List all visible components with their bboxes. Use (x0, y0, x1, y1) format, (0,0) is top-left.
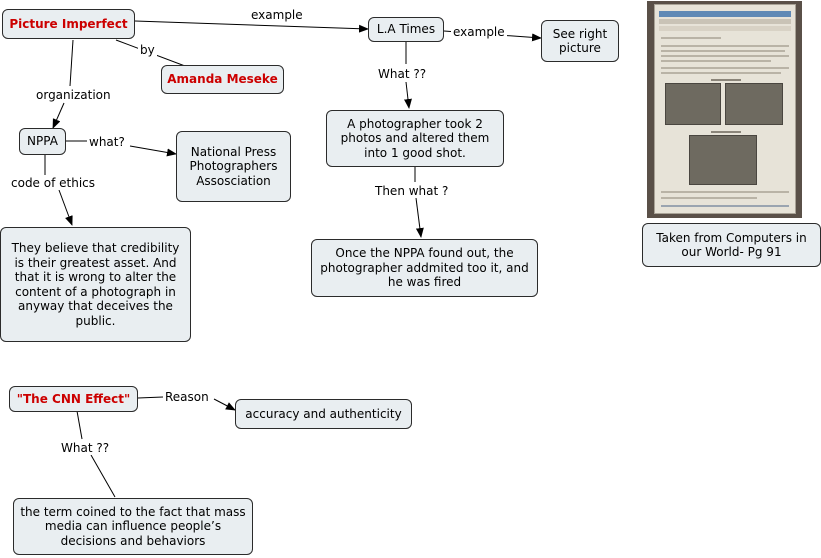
link-label-organization: organization (34, 88, 113, 102)
node-cnn-effect[interactable]: "The CNN Effect" (9, 386, 138, 412)
node-credibility[interactable]: They believe that credibility is their g… (0, 227, 191, 342)
link-label-what: What ?? (376, 67, 429, 81)
node-la-times[interactable]: L.A Times (368, 17, 444, 42)
node-taken-from[interactable]: Taken from Computers in our World- Pg 91 (642, 223, 821, 267)
link-label-code-of-ethics: code of ethics (9, 176, 98, 190)
link-label-then-what: Then what ? (373, 184, 451, 198)
textbook-page-image (654, 4, 796, 214)
node-nppa[interactable]: NPPA (19, 128, 66, 155)
node-term-coined[interactable]: the term coined to the fact that mass me… (13, 498, 253, 555)
node-picture-imperfect[interactable]: Picture Imperfect (2, 9, 135, 39)
node-photographer-fired[interactable]: Once the NPPA found out, the photographe… (311, 239, 538, 297)
link-label-what: What ?? (59, 441, 112, 455)
node-see-right-picture[interactable]: See right picture (541, 20, 619, 62)
link-label-example: example (249, 8, 305, 22)
node-photographer[interactable]: A photographer took 2 photos and altered… (326, 110, 504, 167)
link-label-by: by (138, 43, 157, 57)
link-what-term (76, 410, 83, 440)
link-label-reason: Reason (163, 390, 211, 404)
link-label-example: example (451, 25, 507, 39)
link-label-what: what? (87, 135, 127, 149)
node-accuracy[interactable]: accuracy and authenticity (235, 399, 412, 429)
link-organization-nppa (69, 39, 74, 87)
link-reason-accuracy (137, 396, 164, 399)
node-amanda-meseke[interactable]: Amanda Meseke (161, 65, 284, 94)
node-national-press[interactable]: National Press Photographers Assosciatio… (176, 131, 291, 202)
link-example-la-times (134, 20, 369, 33)
